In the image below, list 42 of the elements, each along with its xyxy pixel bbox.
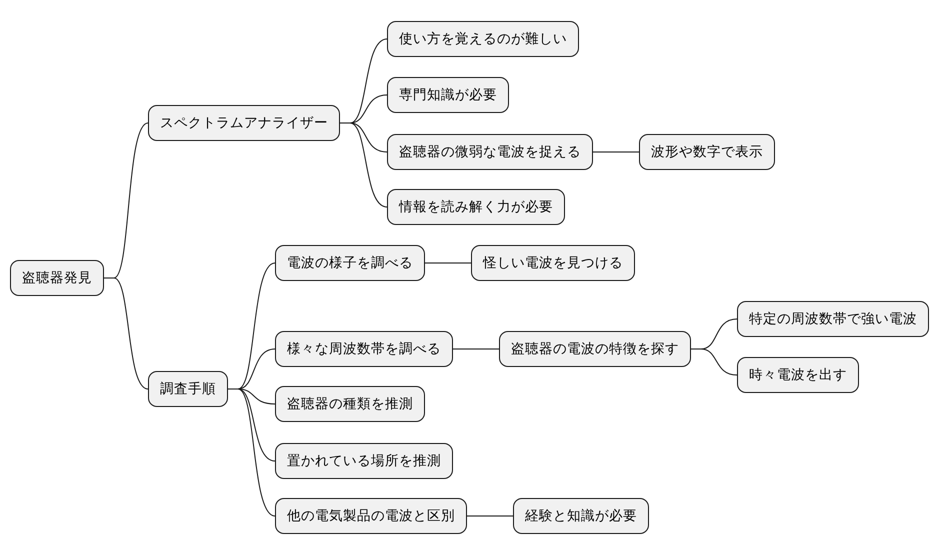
topic-text: 波形や数字で表示	[651, 143, 763, 161]
topic-text: 様々な周波数帯を調べる	[287, 340, 441, 358]
topic-box	[387, 77, 509, 113]
branch-line	[690, 348, 738, 376]
topic-text: 電波の様子を調べる	[287, 254, 413, 272]
topic-text: 使い方を覚えるのが難しい	[399, 30, 567, 48]
branch-line	[104, 278, 148, 390]
topic-box	[275, 245, 425, 281]
topic-box	[10, 260, 104, 296]
topic-text: 盗聴器の電波の特徴を探す	[511, 340, 679, 358]
topic-box	[737, 301, 929, 337]
topic-box	[275, 386, 425, 422]
topic-box	[471, 245, 635, 281]
topic-text: 専門知識が必要	[399, 86, 497, 104]
topic-text: 怪しい電波を見つける	[483, 254, 623, 272]
topic-text: 盗聴器の微弱な電波を捉える	[399, 143, 581, 161]
topic-box	[275, 443, 453, 479]
topic-text: スペクトラムアナライザー	[160, 114, 328, 132]
topic-text: 置かれている場所を推測	[287, 452, 441, 470]
topic-box	[499, 331, 691, 367]
topic-text: 他の電気製品の電波と区別	[287, 507, 455, 525]
topic-text: 調査手順	[160, 380, 216, 398]
topic-box	[737, 357, 859, 393]
topic-box	[513, 498, 649, 534]
topic-text: 情報を読み解く力が必要	[399, 198, 553, 216]
topic-box	[275, 498, 467, 534]
topic-text: 時々電波を出す	[749, 366, 847, 384]
branch-line	[340, 122, 388, 208]
branch-line	[228, 388, 276, 516]
topic-text: 経験と知識が必要	[525, 507, 637, 525]
topic-box	[639, 134, 775, 170]
branch-line	[424, 262, 472, 264]
topic-box	[275, 331, 453, 367]
topic-text: 盗聴器発見	[22, 269, 92, 287]
topic-box	[148, 105, 340, 141]
topic-box	[387, 134, 593, 170]
topic-text: 特定の周波数帯で強い電波	[749, 310, 917, 328]
topic-box	[387, 21, 579, 57]
topic-box	[148, 371, 228, 407]
branch-line	[452, 348, 500, 350]
topic-box	[387, 189, 565, 225]
topic-text: 盗聴器の種類を推測	[287, 395, 413, 413]
